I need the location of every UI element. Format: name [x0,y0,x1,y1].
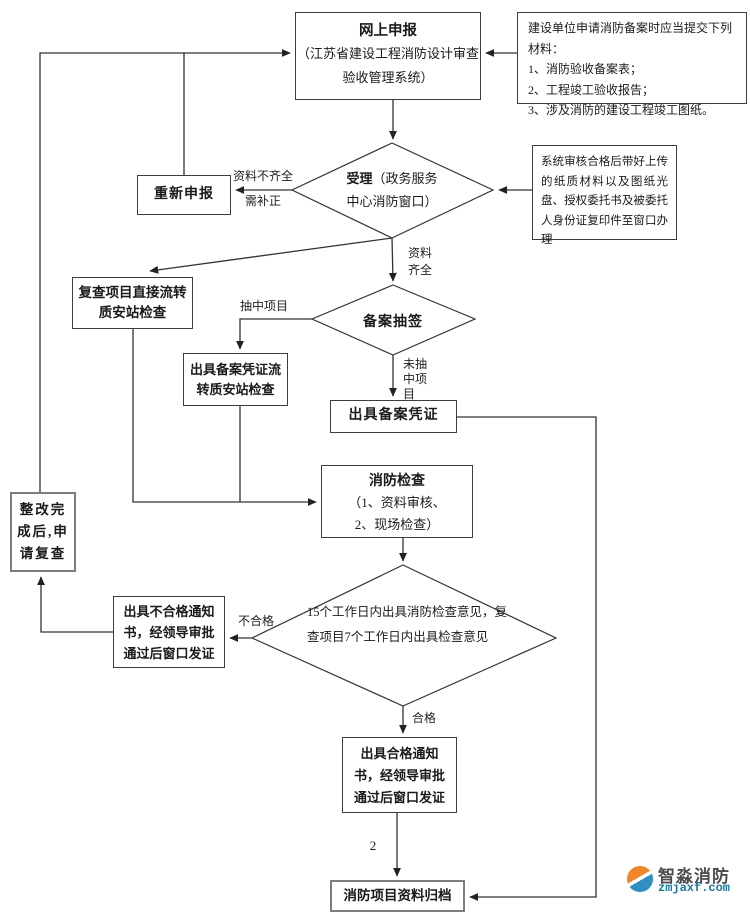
note-system-check: 系统审核合格后带好上传的纸质材料以及图纸光盘、授权委托书及被委托人身份证复印件至… [532,145,677,246]
edge-label-fail: 不合格 [237,614,274,628]
node-online-apply: 网上申报 （江苏省建设工程消防设计审查验收管理系统） [295,12,481,100]
edge-label-complete: 资料齐全 [407,246,432,277]
edge-label-incomplete-1: 资料不齐全 [233,169,294,183]
node-online-apply-subtitle: （江苏省建设工程消防设计审查验收管理系统） [296,46,479,85]
accept-diamond-label: 受理（政务服务中心消防窗口） [342,167,442,213]
edge-accept-to-lottery [388,237,397,282]
accept-diamond-title: 受理 [346,171,373,186]
edge-label-not-selected: 未抽中项目 [403,357,428,401]
result-diamond-label: 15个工作日内出具消防检查意见，复查项目7个工作日内出具检查意见 [307,605,508,644]
edge-recheck-flow-to-inspect [132,329,317,506]
logo-website: zmjaxf.com [658,881,731,895]
zhimiao-logo-icon [627,866,653,892]
node-issue-cert: 出具备案凭证 [330,400,457,433]
materials-line: 2、工程竣工验收报告； [528,82,655,97]
watermark-logo: 智淼消防 zmjaxf.com [622,860,750,904]
node-cert-and-flow: 出具备案凭证流转质安站检查 [183,353,288,406]
node-archive: 消防项目资料归档 [330,880,465,912]
node-rectify-reapply: 整改完成后,申请复查 [10,492,76,572]
materials-line: 建设单位申请消防备案时应当提交下列材料： [528,21,733,56]
edge-rectify-to-online [39,49,291,492]
node-recheck-direct-flow: 复查项目直接流转质安站检查 [72,277,193,329]
node-fire-inspection: 消防检查 （1、资料审核、 2、现场检查） [321,465,473,538]
materials-line: 1、消防验收备案表； [528,62,643,76]
edge-lottery-to-cert-flow [236,318,312,350]
lottery-diamond-label: 备案抽签 [363,315,423,330]
logo-company-name: 智淼消防 [658,867,730,886]
node-fire-inspection-line1: （1、资料审核、 [348,495,446,510]
accept-diamond-subtitle: （政务服务中心消防窗口） [346,171,438,209]
materials-line: 3、涉及消防的建设工程竣工图纸。 [528,103,715,117]
lottery-diamond [310,284,477,356]
edge-accept-to-recheck-flow [149,237,393,274]
node-pass-notice: 出具合格通知书，经领导审批通过后窗口发证 [342,737,457,813]
node-fire-inspection-title: 消防检查 [369,474,425,489]
node-fail-notice: 出具不合格通知书，经领导审批通过后窗口发证 [113,596,225,668]
node-online-apply-title: 网上申报 [359,23,417,39]
note-required-materials: 建设单位申请消防备案时应当提交下列材料： 1、消防验收备案表； 2、工程竣工验收… [517,12,747,117]
node-reapply: 重新申报 [137,175,231,215]
edge-fail-notice-to-rectify [37,576,113,633]
edge-label-incomplete-2: 需补正 [244,194,281,208]
edge-label-selected: 抽中项目 [239,299,288,313]
result-diamond [250,564,558,707]
edge-label-pass: 合格 [411,711,436,725]
page-number: 2 [369,838,377,853]
edge-cert-to-archive [457,416,597,901]
node-fire-inspection-line2: 2、现场检查） [354,517,440,532]
accept-diamond [290,142,495,239]
